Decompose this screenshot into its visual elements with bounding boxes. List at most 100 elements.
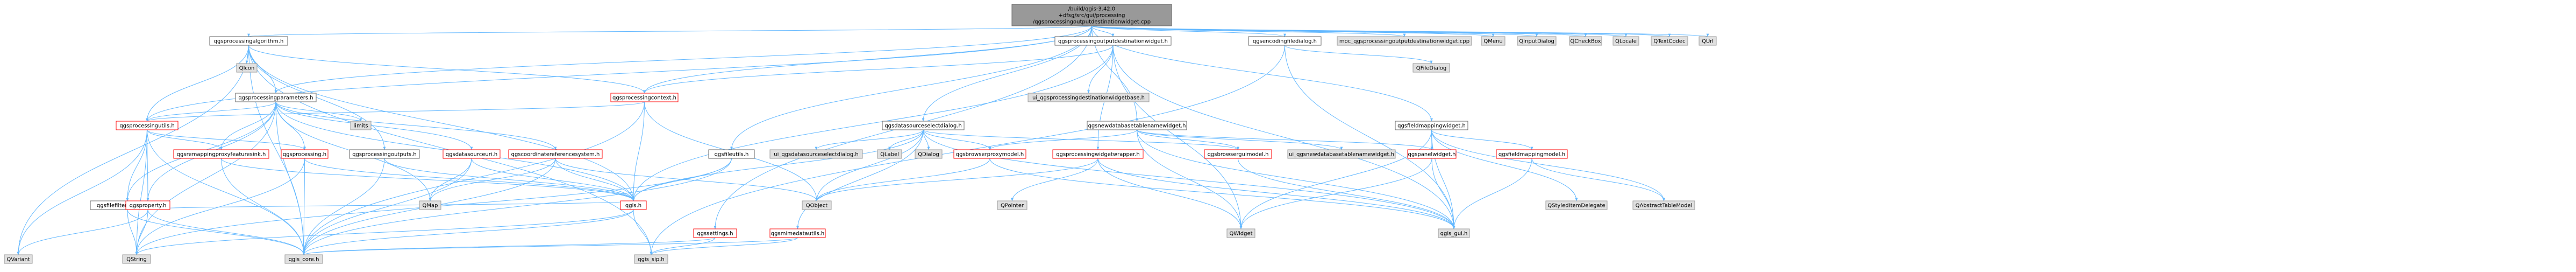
node-label: QLocale bbox=[1615, 39, 1637, 45]
node-icon: QIcon bbox=[236, 63, 258, 73]
node-box bbox=[877, 149, 902, 159]
edge-settings-core bbox=[302, 237, 716, 255]
node-box bbox=[1699, 36, 1717, 46]
node-box bbox=[1052, 149, 1144, 159]
node-fileutils[interactable]: qgsfileutils.h bbox=[708, 149, 755, 159]
node-dsuri[interactable]: qgsdatasourceuri.h bbox=[443, 149, 501, 159]
node-outdestw[interactable]: qgsprocessingoutputdestinationwidget.h bbox=[1054, 36, 1172, 46]
node-params[interactable]: qgsprocessingparameters.h bbox=[235, 93, 317, 102]
node-fieldmapmodel[interactable]: qgsfieldmappingmodel.h bbox=[1496, 149, 1568, 159]
node-box bbox=[610, 93, 679, 102]
node-qmap: QMap bbox=[419, 200, 441, 210]
edge-root-outdestw bbox=[1091, 25, 1115, 37]
edge-browsergui-gui bbox=[1238, 158, 1455, 229]
edge-filefilter-qstring bbox=[127, 209, 138, 255]
node-dssel[interactable]: qgsdatasourceselectdialog.h bbox=[882, 121, 965, 130]
edge-root-utils bbox=[146, 25, 1092, 122]
edge-proc-qstring bbox=[135, 158, 305, 255]
node-box bbox=[915, 149, 943, 159]
node-box bbox=[122, 254, 151, 264]
node-styleddel: QStyledItemDelegate bbox=[1545, 200, 1608, 210]
node-box bbox=[284, 254, 323, 264]
edge-panel-qwidget bbox=[1239, 158, 1432, 229]
node-abstablemodel: QAbstractTableModel bbox=[1632, 200, 1695, 210]
edge-procout-qgsh bbox=[384, 158, 635, 201]
node-label: QUrl bbox=[1702, 39, 1714, 45]
edge-settings-sip bbox=[650, 237, 716, 255]
node-label: qgis.h bbox=[625, 203, 641, 209]
node-ctx[interactable]: qgsprocessingcontext.h bbox=[610, 93, 679, 102]
node-gui: qgis_gui.h bbox=[1438, 228, 1470, 238]
node-label: qgsfieldmappingwidget.h bbox=[1397, 123, 1466, 129]
edge-encdlg-gui bbox=[1285, 45, 1455, 229]
node-box bbox=[1395, 121, 1468, 130]
edge-newdbtab-qwidget bbox=[1137, 129, 1243, 229]
edge-utils-qstring bbox=[135, 129, 147, 255]
node-label: QWidget bbox=[1229, 231, 1252, 237]
edge-utils-qvariant bbox=[17, 129, 147, 255]
node-label: QObject bbox=[806, 203, 828, 209]
node-fieldmapw[interactable]: qgsfieldmappingwidget.h bbox=[1395, 121, 1468, 130]
node-property[interactable]: qgsproperty.h bbox=[125, 200, 170, 210]
edge-root-fileutils bbox=[730, 25, 1092, 150]
node-box bbox=[769, 149, 863, 159]
edge-utils-proc bbox=[147, 129, 306, 150]
node-sip: qgis_sip.h bbox=[634, 254, 668, 264]
node-encdlg[interactable]: qgsencodingfiledialog.h bbox=[1248, 36, 1322, 46]
node-procout[interactable]: qgsprocessingoutputs.h bbox=[349, 149, 420, 159]
edge-property-qstring bbox=[135, 209, 148, 255]
node-box bbox=[419, 200, 441, 210]
node-box bbox=[281, 149, 329, 159]
node-browsergui[interactable]: qgsbrowserguimodel.h bbox=[1204, 149, 1272, 159]
node-box bbox=[708, 149, 755, 159]
node-qgsh[interactable]: qgis.h bbox=[620, 200, 647, 210]
node-utils[interactable]: qgsprocessingutils.h bbox=[116, 121, 179, 130]
edge-root-encdlg bbox=[1091, 25, 1286, 37]
edge-newdbtab-browsergui bbox=[1137, 129, 1239, 150]
node-box bbox=[173, 149, 269, 159]
node-alg[interactable]: qgsprocessingalgorithm.h bbox=[209, 36, 288, 46]
edge-remapsink-qgsh bbox=[221, 158, 635, 201]
edge-ctx-utils bbox=[146, 101, 645, 122]
node-qstring: QString bbox=[122, 254, 151, 264]
node-qmenu: QMenu bbox=[1481, 36, 1505, 46]
node-label: QString bbox=[126, 257, 147, 263]
node-box bbox=[1517, 36, 1557, 46]
edge-fieldmapw-fieldmapmodel bbox=[1431, 129, 1533, 150]
node-label: qgspanelwidget.h bbox=[1408, 152, 1456, 158]
node-box bbox=[1496, 149, 1568, 159]
node-proc[interactable]: qgsprocessing.h bbox=[281, 149, 329, 159]
node-label: limits bbox=[353, 123, 368, 129]
node-mimeutils[interactable]: qgsmimedatautils.h bbox=[769, 228, 826, 238]
node-browserproxy[interactable]: qgsbrowserproxymodel.h bbox=[953, 149, 1026, 159]
node-label: QDialog bbox=[918, 152, 939, 158]
node-label: qgsmimedatautils.h bbox=[771, 231, 824, 237]
edge-property-core bbox=[147, 209, 305, 255]
node-qfiledlg: QFileDialog bbox=[1412, 63, 1450, 73]
node-label: /qgsprocessingoutputdestinationwidget.cp… bbox=[1033, 19, 1151, 25]
node-panel[interactable]: qgspanelwidget.h bbox=[1407, 149, 1457, 159]
edge-ctx-qgsh bbox=[632, 101, 645, 201]
node-label: QMap bbox=[423, 203, 438, 209]
node-box bbox=[953, 149, 1026, 159]
edge-outdestw-uidest bbox=[1087, 45, 1114, 94]
node-box bbox=[1287, 149, 1396, 159]
node-remapsink[interactable]: qgsremappingproxyfeaturesink.h bbox=[173, 149, 269, 159]
edge-alg-utils bbox=[146, 45, 249, 122]
node-label: moc_qgsprocessingoutputdestinationwidget… bbox=[1339, 39, 1469, 45]
node-box bbox=[769, 228, 826, 238]
node-newdbtab[interactable]: qgsnewdatabasetablenamewidget.h bbox=[1087, 121, 1187, 130]
edge-procout-core bbox=[302, 158, 385, 255]
node-label: QLabel bbox=[880, 152, 899, 158]
edge-qgsh-core bbox=[302, 209, 634, 255]
node-box bbox=[1612, 36, 1639, 46]
node-crs[interactable]: qgscoordinatereferencesystem.h bbox=[508, 149, 603, 159]
node-widgetwrap[interactable]: qgsprocessingwidgetwrapper.h bbox=[1052, 149, 1144, 159]
edge-newdbtab-panel bbox=[1137, 129, 1433, 150]
edge-proc-qgsh bbox=[304, 158, 635, 201]
edge-dssel-browsergui bbox=[923, 129, 1239, 150]
node-box bbox=[443, 149, 501, 159]
node-uidssel: ui_qgsdatasourceselectdialog.h bbox=[769, 149, 863, 159]
node-settings[interactable]: qgssettings.h bbox=[693, 228, 737, 238]
